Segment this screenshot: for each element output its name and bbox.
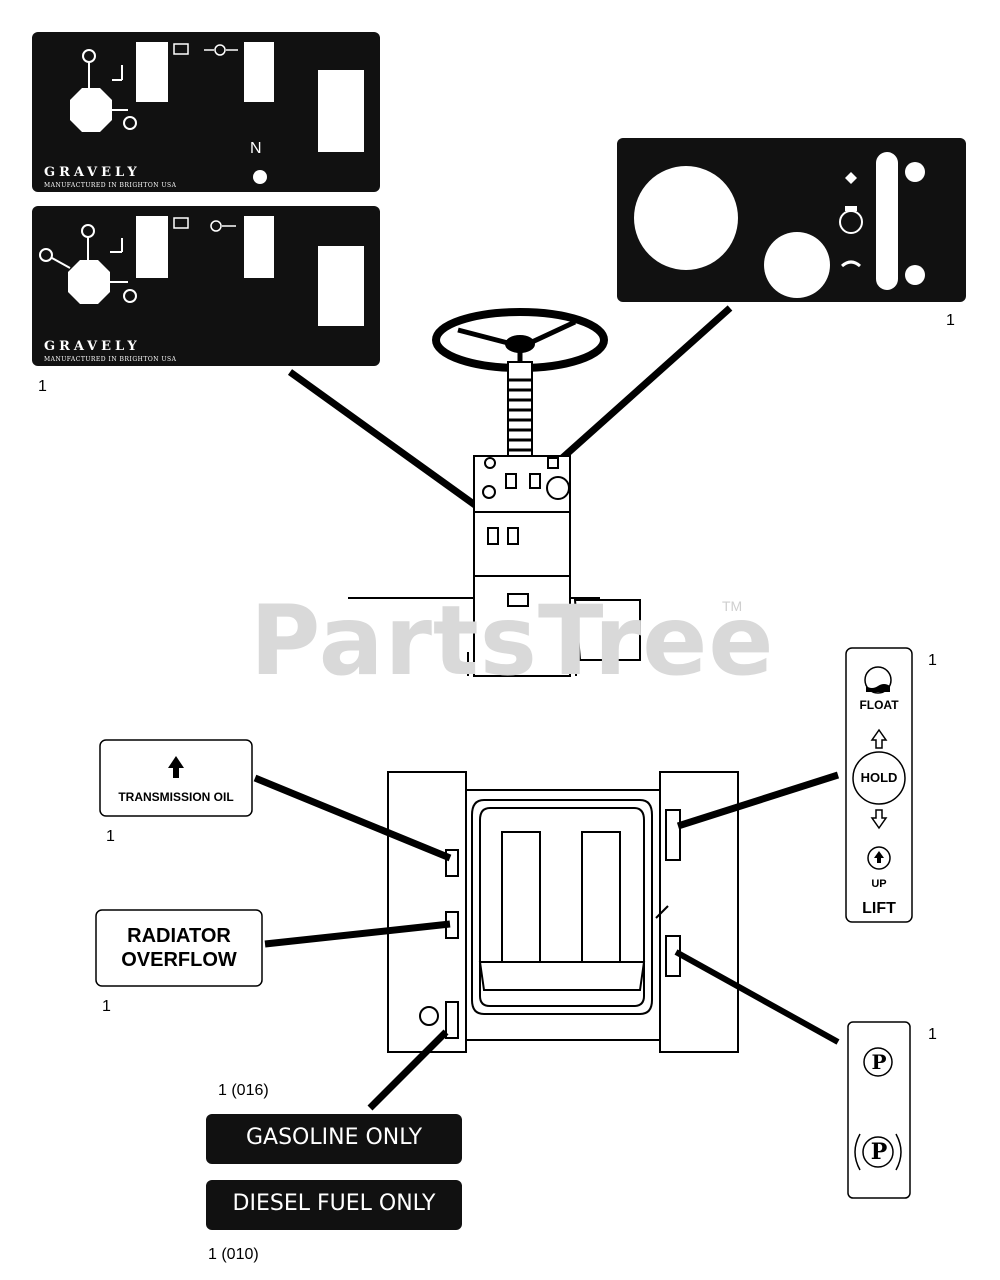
qty-diesel: 1 (010) [208,1246,259,1263]
transmission-oil-text: TRANSMISSION OIL [118,790,234,804]
leader-park [674,949,840,1045]
dash-decal-upper [32,32,380,192]
brand-sub-lower: MANUFACTURED IN BRIGHTON USA [44,356,177,363]
qty-radiator: 1 [102,998,111,1015]
brand-upper: GRAVELY [44,165,141,180]
lift-title: LIFT [862,900,896,917]
radiator-line2: OVERFLOW [121,949,237,971]
lift-float-label: FLOAT [859,698,899,712]
qty-gauge-decal: 1 [946,312,955,329]
gasoline-text: GASOLINE ONLY [245,1125,423,1150]
lift-control-decal [845,647,913,923]
qty-transmission: 1 [106,828,115,845]
trademark-mark: TM [722,598,743,614]
qty-gasoline: 1 (016) [218,1082,269,1099]
steering-console [348,308,641,677]
watermark: PartsTree [250,585,775,697]
leader-transmission [253,774,452,862]
qty-lift-decal: 1 [928,652,937,669]
park-symbol-lower: P [870,1139,888,1165]
gasoline-only-decal [206,1114,462,1164]
leader-gauge [557,305,733,463]
radiator-text: RADIATOR OVERFLOW [96,924,262,972]
qty-park: 1 [928,1026,937,1043]
dash-decal-lower [32,206,380,366]
brand-sub-upper: MANUFACTURED IN BRIGHTON USA [44,182,177,189]
leader-radiator [264,920,451,948]
leader-dash [287,369,478,508]
qty-dash-decals: 1 [38,378,47,395]
lift-up-label: UP [871,878,887,890]
brand-lower: GRAVELY [44,339,141,354]
leader-fuel [367,1029,449,1111]
radiator-line1: RADIATOR [127,925,231,947]
gauge-panel-decal [617,138,966,302]
lift-hold-label: HOLD [860,770,898,785]
neutral-mark: N [250,140,262,157]
leader-lift [676,771,840,830]
diesel-text: DIESEL FUEL ONLY [232,1191,436,1216]
operator-platform [387,771,739,1053]
park-brake-decal [847,1021,911,1199]
transmission-oil-decal [99,739,253,817]
diesel-fuel-only-decal [206,1180,462,1230]
radiator-overflow-decal [95,909,263,987]
park-symbol-upper: P [871,1050,887,1074]
